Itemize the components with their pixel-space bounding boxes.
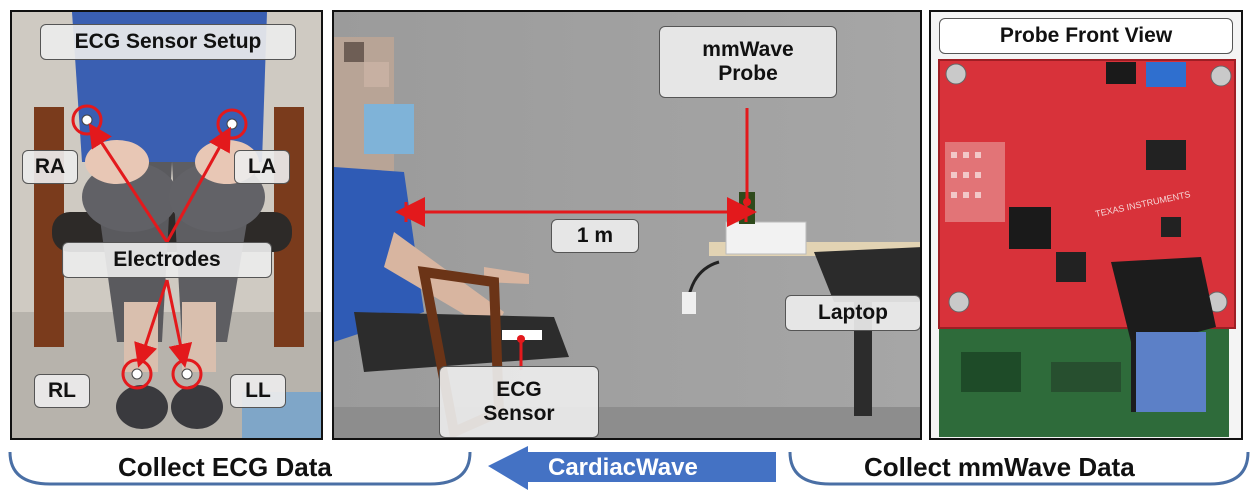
ecg-setup-photo: ECG Sensor Setup RA LA Electrodes RL LL [10, 10, 323, 440]
probe-board-illustration: TEXAS INSTRUMENTS [931, 12, 1241, 438]
mmwave-probe-label: mmWave Probe [659, 26, 837, 98]
arrow-to-ll [165, 279, 193, 368]
ra-electrode-marker [71, 104, 103, 136]
experiment-scene-photo: mmWave Probe 1 m Laptop ECG Sensor [332, 10, 922, 440]
collect-mmwave-caption: Collect mmWave Data [864, 452, 1135, 482]
cardiacwave-caption: CardiacWave [548, 454, 698, 481]
ecg-setup-title: ECG Sensor Setup [40, 24, 296, 60]
collect-ecg-caption: Collect ECG Data [118, 452, 332, 482]
rl-label: RL [34, 374, 90, 408]
arrow-to-rl [134, 279, 169, 368]
arrow-to-la [165, 126, 231, 243]
ecg-sensor-label: ECG Sensor [439, 366, 599, 438]
electrodes-label: Electrodes [62, 242, 272, 278]
ll-label: LL [230, 374, 286, 408]
probe-front-view-photo: TEXAS INSTRUMENTS Probe Front View [929, 10, 1243, 440]
arrow-to-ra [88, 122, 169, 243]
ra-label: RA [22, 150, 78, 184]
distance-label: 1 m [551, 219, 639, 253]
la-label: LA [234, 150, 290, 184]
probe-front-view-title: Probe Front View [939, 18, 1233, 54]
laptop-label: Laptop [785, 295, 920, 331]
la-electrode-marker [216, 108, 248, 140]
